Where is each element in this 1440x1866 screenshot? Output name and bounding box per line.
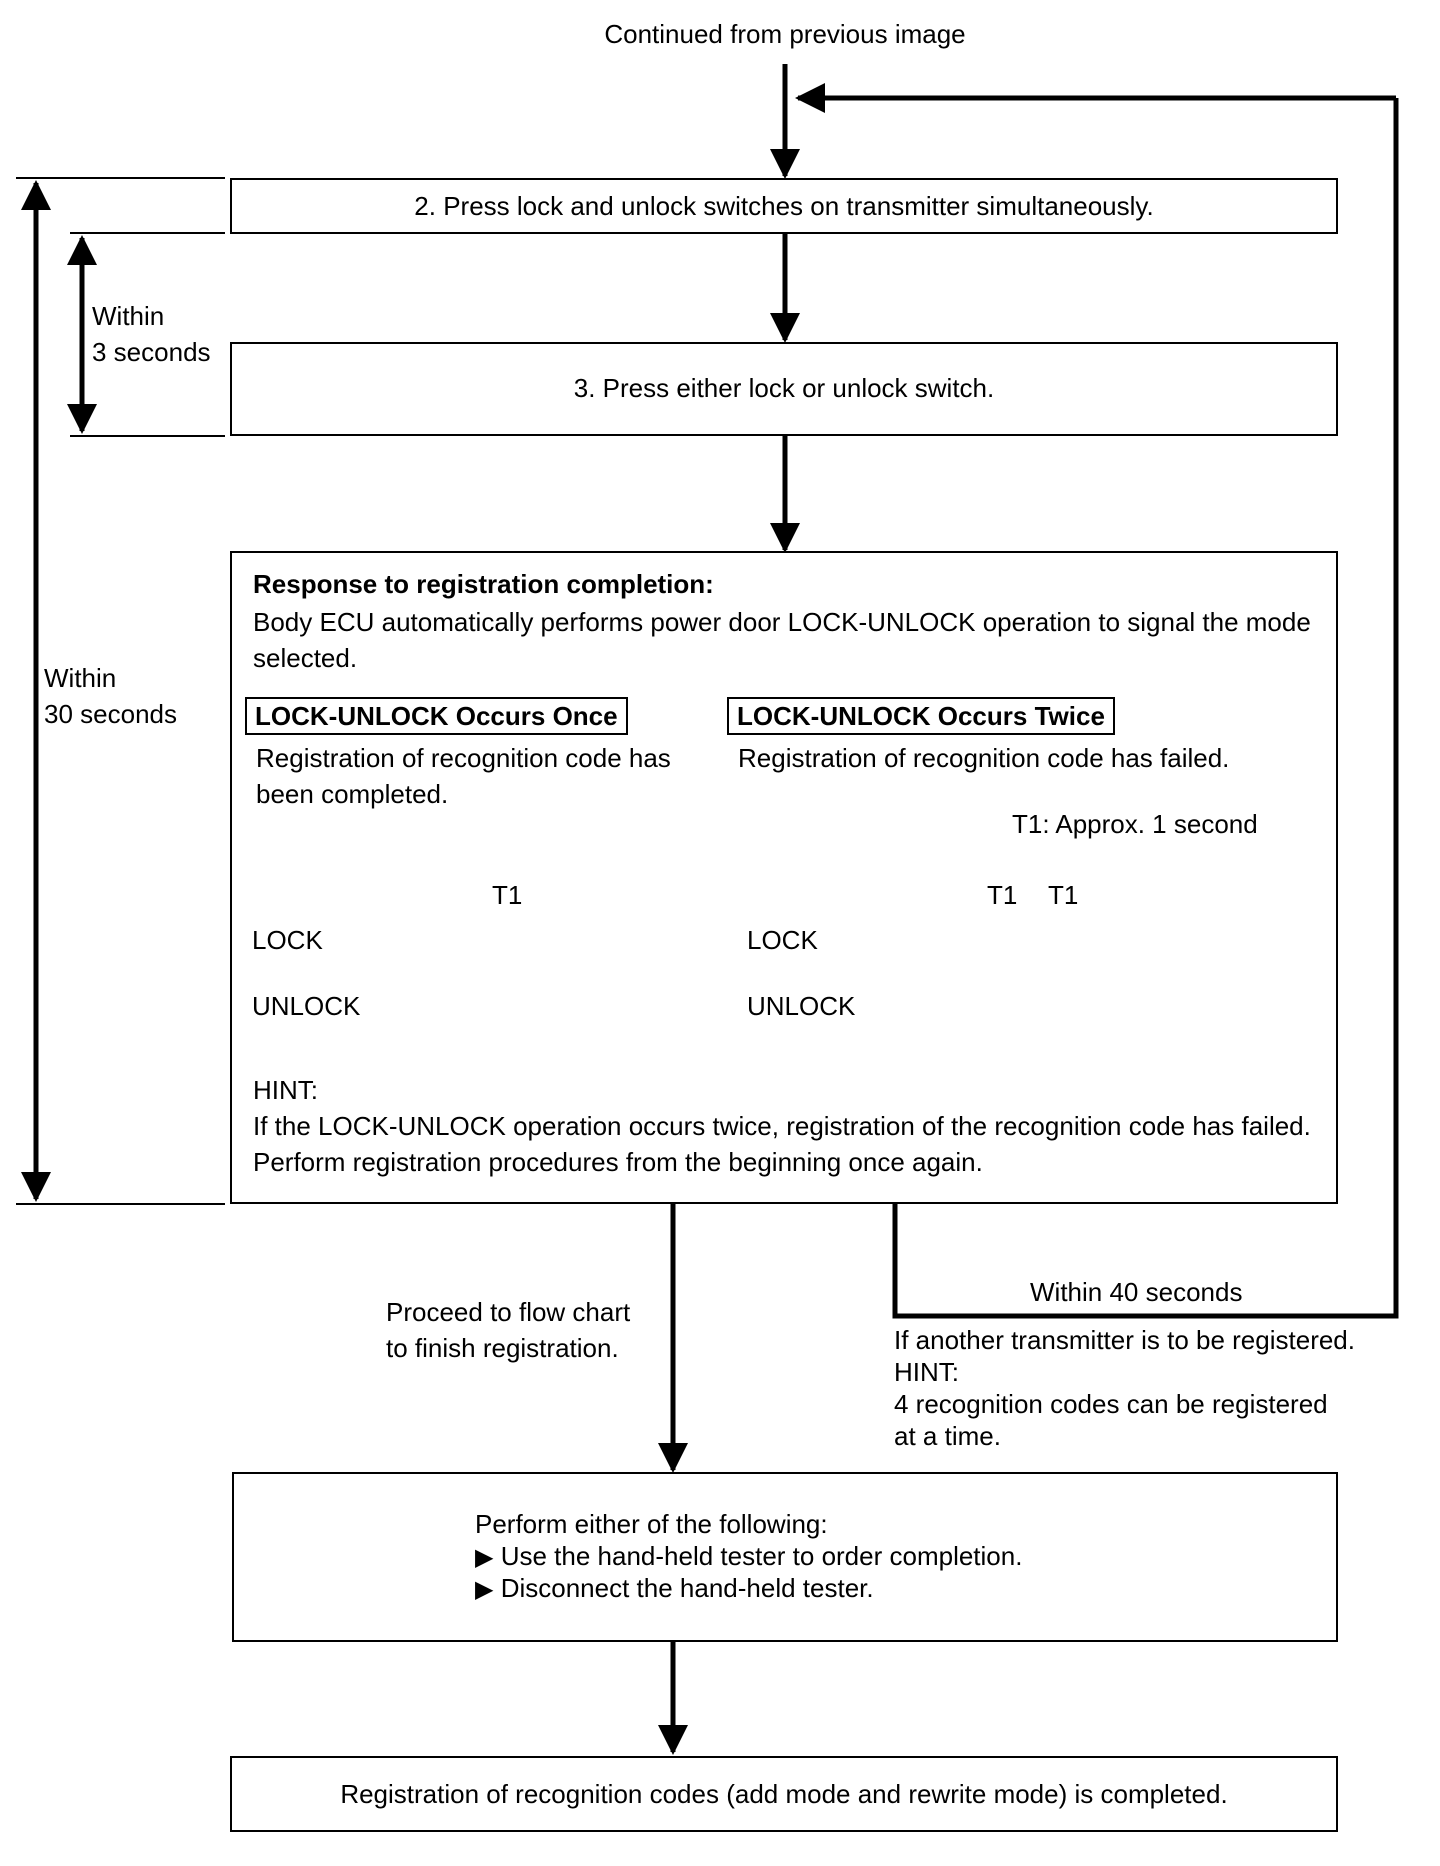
tag-occurs-twice: LOCK-UNLOCK Occurs Twice — [727, 697, 1115, 735]
twice-result-text: Registration of recognition code has fai… — [738, 743, 1230, 773]
twice-t1-label-second: T1 — [1048, 880, 1079, 910]
another-transmitter-label: If another transmitter is to be register… — [894, 1325, 1355, 1355]
finish-intro: Perform either of the following: — [475, 1509, 828, 1539]
once-unlock-label: UNLOCK — [252, 991, 361, 1021]
response-heading: Response to registration completion: — [253, 569, 714, 599]
t1-note: T1: Approx. 1 second — [1012, 809, 1258, 839]
play-bullet-icon: ▶ — [475, 1575, 494, 1603]
within-30-label-line1: Within — [44, 663, 117, 693]
play-bullet-icon: ▶ — [475, 1543, 494, 1571]
tag-occurs-once: LOCK-UNLOCK Occurs Once — [245, 697, 628, 735]
loop-back-path — [892, 98, 1399, 1319]
finish-box — [232, 1472, 1338, 1642]
response-description: Body ECU automatically performs power do… — [253, 607, 1311, 673]
once-result-text: Registration of recognition code has bee… — [256, 743, 671, 809]
once-lock-label: LOCK — [252, 925, 323, 955]
proceed-label-line1: Proceed to flow chart — [386, 1297, 631, 1327]
response-hint-title: HINT: — [253, 1075, 318, 1105]
step2-text: 2. Press lock and unlock switches on tra… — [414, 191, 1154, 221]
response-hint-text: If the LOCK-UNLOCK operation occurs twic… — [253, 1111, 1311, 1177]
branch-hint-line2: at a time. — [894, 1421, 1001, 1451]
step3-text: 3. Press either lock or unlock switch. — [573, 373, 995, 403]
step2-box — [230, 178, 1338, 234]
finish-option-1-text: Use the hand-held tester to order comple… — [500, 1541, 1023, 1571]
twice-lock-label: LOCK — [747, 925, 818, 955]
once-t1-label: T1 — [492, 880, 523, 910]
step3-box — [230, 342, 1338, 436]
finish-option-2-text: Disconnect the hand-held tester. — [500, 1573, 874, 1603]
twice-unlock-label: UNLOCK — [747, 991, 856, 1021]
finish-option-1: ▶ Use the hand-held tester to order comp… — [475, 1538, 1022, 1575]
continued-label: Continued from previous image — [604, 19, 966, 49]
twice-t1-label-first: T1 — [987, 880, 1018, 910]
within-3-label-line2: 3 seconds — [92, 337, 211, 367]
finish-option-2: ▶ Disconnect the hand-held tester. — [475, 1570, 874, 1607]
response-box — [230, 551, 1338, 1204]
within-3-label-line1: Within — [92, 301, 165, 331]
final-text: Registration of recognition codes (add m… — [340, 1779, 1228, 1809]
final-box — [230, 1756, 1338, 1832]
branch-hint-title: HINT: — [894, 1357, 959, 1387]
proceed-label-line2: to finish registration. — [386, 1333, 619, 1363]
branch-hint-line1: 4 recognition codes can be registered — [894, 1389, 1328, 1419]
within-30-label-line2: 30 seconds — [44, 699, 177, 729]
within-40-label: Within 40 seconds — [1030, 1277, 1243, 1307]
